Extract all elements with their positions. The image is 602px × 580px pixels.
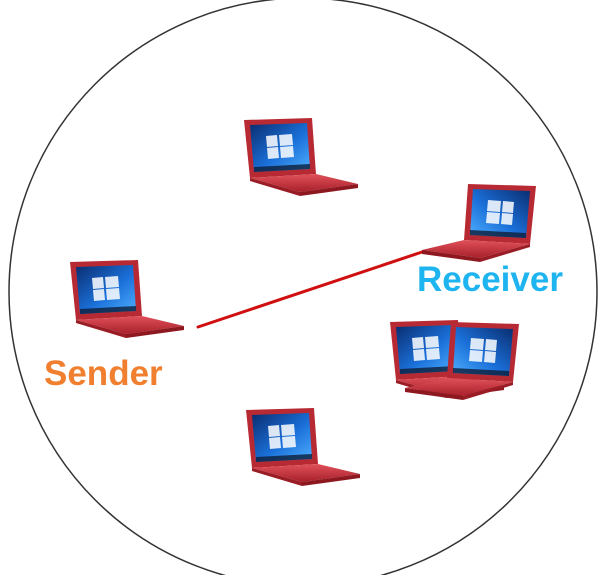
laptop-icon xyxy=(422,184,536,262)
laptop-icon xyxy=(244,118,358,196)
sender-label: Sender xyxy=(44,354,163,393)
laptop-icon xyxy=(246,408,360,486)
laptop-icon xyxy=(70,260,184,338)
receiver-label: Receiver xyxy=(417,260,563,299)
sender-receiver-link xyxy=(196,249,427,329)
network-boundary-circle xyxy=(8,0,598,580)
